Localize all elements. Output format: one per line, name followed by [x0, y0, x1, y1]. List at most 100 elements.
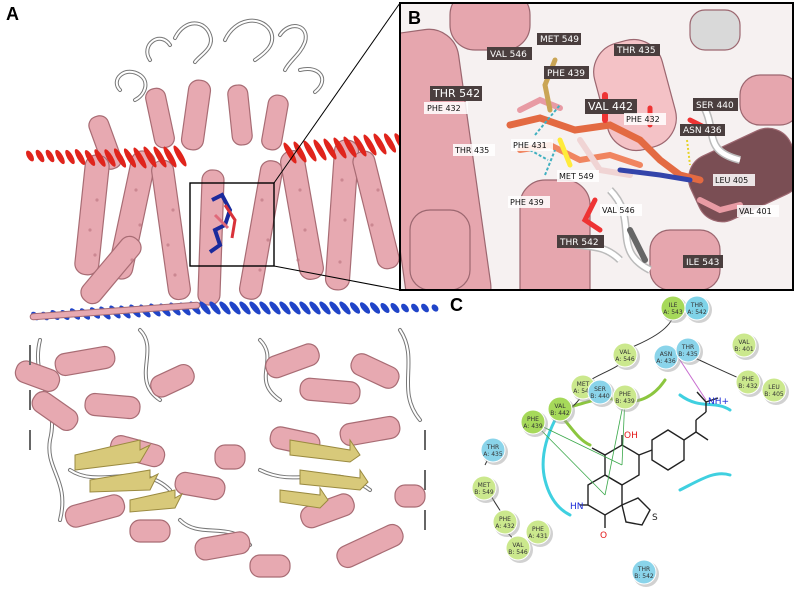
svg-text:VAL 401: VAL 401 [739, 207, 772, 216]
residue-name: LEU [768, 384, 780, 391]
residue-name: VAL [512, 542, 524, 549]
panel-b-letter: B [408, 8, 421, 28]
residue-name: SER [594, 386, 606, 393]
svg-text:PHE 439: PHE 439 [547, 69, 585, 79]
residue-name: VAL [738, 339, 750, 346]
residue-label-thr435a: THR 435 [614, 44, 660, 56]
residue-chain-number: B: 401 [734, 346, 754, 353]
svg-text:THR 542: THR 542 [432, 87, 480, 100]
svg-text:SER 440: SER 440 [696, 101, 734, 111]
svg-text:VAL 546: VAL 546 [602, 206, 635, 215]
panel-c: C [450, 295, 789, 587]
svg-text:ILE 543: ILE 543 [686, 258, 719, 268]
residue-name: PHE [619, 391, 631, 398]
panel-a: A [6, 2, 439, 578]
residue-name: THR [681, 344, 694, 351]
residue-chain-number: A: 546 [615, 356, 635, 363]
residue-label-phe431: PHE 431 [511, 139, 553, 151]
svg-text:ASN 436: ASN 436 [683, 126, 722, 136]
svg-text:THR 435: THR 435 [454, 146, 489, 155]
residue-label-val401: VAL 401 [737, 205, 779, 217]
residue-label-thr435b: THR 435 [453, 144, 495, 156]
residue-name: THR [690, 302, 703, 309]
residue-label-val442: VAL 442 [585, 99, 637, 114]
atom-s: S [652, 513, 658, 523]
atom-oh: OH [624, 431, 638, 441]
residue-label-thr542b: THR 542 [557, 235, 604, 248]
residue-label-met549a: MET 549 [537, 33, 581, 45]
residue-chain-number: A: 432 [495, 523, 515, 530]
residue-name: THR [486, 444, 499, 451]
residue-name: ILE [669, 302, 678, 309]
svg-text:PHE 431: PHE 431 [513, 141, 547, 150]
ligand-2d-structure [580, 391, 719, 528]
svg-text:VAL 546: VAL 546 [490, 50, 527, 60]
svg-text:PHE 432: PHE 432 [427, 104, 461, 113]
residue-label-phe439b: PHE 439 [508, 196, 550, 208]
residue-label-asn436: ASN 436 [680, 124, 725, 136]
svg-text:PHE 432: PHE 432 [626, 115, 660, 124]
residue-name: PHE [499, 516, 511, 523]
residue-label-leu405: LEU 405 [713, 174, 755, 186]
membrane-boundary-upper [26, 133, 406, 169]
residue-chain-number: B: 440 [590, 393, 610, 400]
residue-chain-number: A: 439 [523, 423, 543, 430]
residue-chain-number: A: 549 [573, 388, 593, 395]
atom-hn: HN [570, 502, 584, 512]
residue-chain-number: B: 546 [508, 549, 528, 556]
residue-labels-3d: VAL 546 MET 549 PHE 439 THR 435 THR 542 … [424, 33, 779, 268]
svg-text:MET 549: MET 549 [559, 172, 594, 181]
svg-text:THR 542: THR 542 [559, 238, 599, 248]
residue-label-ser440: SER 440 [693, 98, 738, 111]
residue-label-met549b: MET 549 [557, 170, 599, 182]
zoom-region-box [189, 182, 275, 267]
residue-name: ASN [660, 351, 672, 358]
residue-chain-number: B: 542 [634, 573, 654, 580]
svg-text:LEU 405: LEU 405 [715, 176, 748, 185]
residue-label-val546b: VAL 546 [600, 204, 642, 216]
residue-label-phe432a: PHE 432 [424, 102, 468, 114]
salt-bridge-line [677, 356, 707, 401]
residue-chain-number: B: 405 [764, 391, 784, 398]
residue-chain-number: B: 439 [615, 398, 635, 405]
transmembrane-helices [74, 79, 400, 306]
residue-chain-number: A: 431 [528, 533, 548, 540]
panel-a-letter: A [6, 4, 19, 24]
svg-text:VAL 442: VAL 442 [588, 100, 633, 113]
residue-name: PHE [527, 416, 539, 423]
residue-label-thr542a: THR 542 [430, 86, 482, 101]
residue-chain-number: B: 432 [738, 383, 758, 390]
residue-name: PHE [742, 376, 754, 383]
svg-text:MET 549: MET 549 [540, 35, 579, 45]
residue-label-phe432b: PHE 432 [624, 113, 666, 125]
residue-label-val546a: VAL 546 [487, 47, 532, 60]
bound-ligand-overview [208, 192, 237, 254]
residue-name: MET [478, 482, 491, 489]
residue-chain-number: B: 549 [474, 489, 494, 496]
panel-b: B VAL 546 MET 549 PHE 439 THR 435 THR 54… [399, 2, 794, 291]
residue-chain-number: A: 543 [663, 309, 683, 316]
residue-chain-number: A: 436 [656, 358, 676, 365]
residue-name: PHE [532, 526, 544, 533]
svg-text:PHE 439: PHE 439 [510, 198, 544, 207]
svg-text:THR 435: THR 435 [616, 46, 656, 56]
residue-chain-number: A: 435 [483, 451, 503, 458]
